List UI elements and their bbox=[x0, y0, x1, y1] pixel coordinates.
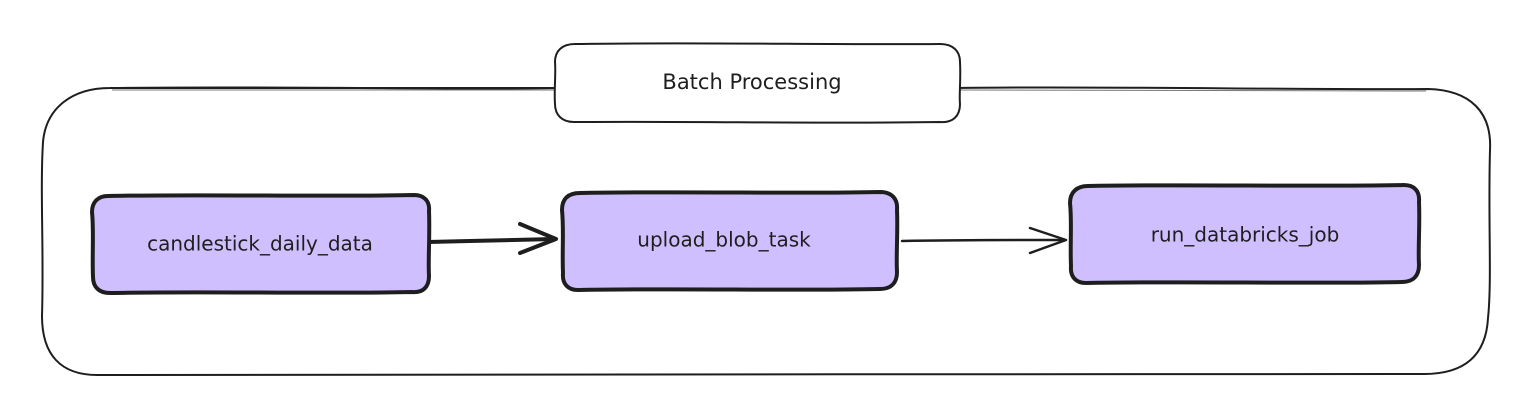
group-border-sketch bbox=[111, 89, 1427, 92]
node-label: candlestick_daily_data bbox=[147, 232, 373, 256]
edge-upload-to-run[interactable] bbox=[900, 226, 1068, 255]
edge-line bbox=[900, 238, 1066, 243]
group-border bbox=[40, 86, 1492, 377]
group-title-border bbox=[553, 42, 962, 124]
node-candlestick-daily-data[interactable]: candlestick_daily_data bbox=[90, 193, 432, 295]
edge-line bbox=[426, 237, 556, 244]
node-label: run_databricks_job bbox=[1151, 223, 1340, 247]
node-box bbox=[1068, 183, 1422, 285]
node-box bbox=[560, 190, 900, 292]
batch-processing-group[interactable] bbox=[40, 86, 1492, 377]
node-label: upload_blob_task bbox=[637, 228, 811, 252]
node-box bbox=[90, 193, 432, 295]
arrowhead-icon bbox=[518, 222, 558, 255]
group-title-box[interactable]: Batch Processing bbox=[553, 42, 962, 124]
group-title: Batch Processing bbox=[662, 70, 841, 94]
arrowhead-icon bbox=[1028, 226, 1068, 255]
node-run-databricks-job[interactable]: run_databricks_job bbox=[1068, 183, 1422, 285]
node-upload-blob-task[interactable]: upload_blob_task bbox=[560, 190, 900, 292]
edge-candlestick-to-upload[interactable] bbox=[426, 222, 558, 255]
